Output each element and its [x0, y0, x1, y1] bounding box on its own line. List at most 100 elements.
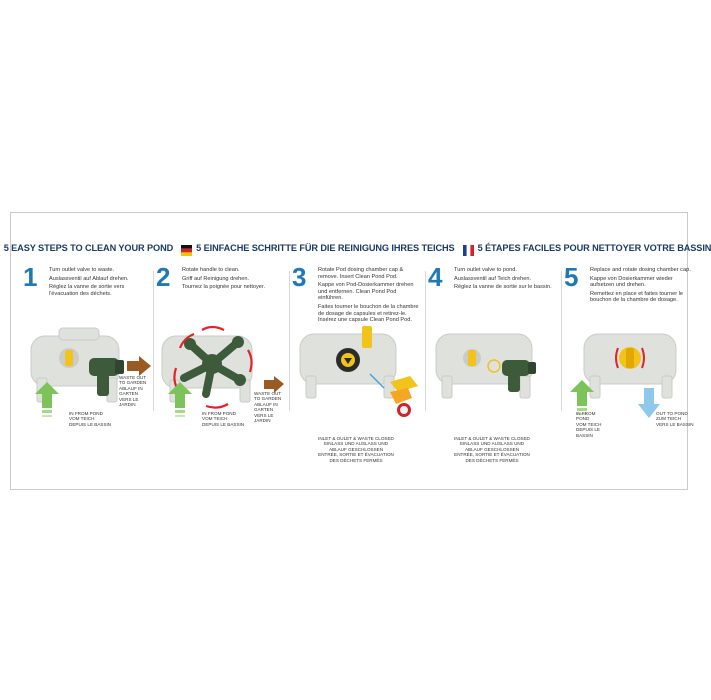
- caption-line: IN FROM POND: [202, 411, 236, 416]
- step-divider: [289, 271, 290, 411]
- instruction-en: Turn outlet valve to waste.: [49, 267, 115, 273]
- caption-line: INLET & OULET & WASTE CLOSED: [454, 436, 530, 441]
- step-1: 1 Turn outlet valve to waste. Auslassven…: [23, 263, 155, 488]
- inlet-arrow-icon: [168, 382, 192, 417]
- caption-line: GARTEN: [254, 407, 274, 413]
- outlet-valve-icon: [89, 358, 124, 396]
- instruction-de: Kappe von Pod-Dosierkammer drehen und en…: [318, 282, 414, 302]
- caption-line: JARDIN: [254, 418, 271, 424]
- header-german: 5 EINFACHE SCHRITTE FÜR DIE REINIGUNG IH…: [196, 243, 455, 253]
- step-divider: [425, 271, 426, 411]
- instruction-fr: Réglez la vanne de sortie vers l'évacuat…: [49, 284, 125, 297]
- france-flag-icon: [462, 243, 474, 256]
- step-4: 4 Turn outlet valve to pond. Auslassvent…: [428, 263, 560, 488]
- caption-line: TO GARDEN: [254, 396, 282, 402]
- caption-line: ENTRÉE, SORTIE ET ÉVACUATION: [454, 452, 530, 458]
- instruction-en: Turn outlet valve to pond.: [454, 267, 517, 273]
- caption-line: DEPUIS LE BASSIN: [69, 421, 112, 427]
- step-instructions: Rotate Pod dosing chamber cap & remove. …: [318, 267, 420, 326]
- instruction-panel: 5 EASY STEPS TO CLEAN YOUR POND 5 EINFAC…: [0, 212, 711, 490]
- instruction-en: Replace and rotate dosing chamber cap.: [590, 267, 691, 273]
- caption-line: ABLAUF IN: [254, 401, 278, 407]
- inlet-arrow-icon: [570, 380, 594, 415]
- caption-line: VERS LE BASSIN: [656, 421, 694, 427]
- pod-icon: [468, 350, 476, 366]
- step-number: 1: [23, 262, 38, 292]
- caption-line: DEPUIS LE: [576, 427, 600, 433]
- caption-line: ABLAUF GESCHLOSSEN: [464, 446, 520, 452]
- caption-line: VOM TEICH: [69, 416, 95, 422]
- filter-illustration: [161, 325, 284, 417]
- step-number: 5: [564, 262, 579, 292]
- caption-line: GARTEN: [119, 391, 139, 397]
- instruction-de: Auslassventil auf Teich drehen.: [454, 275, 532, 282]
- caption-line: POND: [576, 416, 590, 422]
- pointer-line: [369, 373, 385, 389]
- step-2: 2 Rotate handle to clean. Griff auf Rein…: [156, 263, 288, 488]
- header-english: 5 EASY STEPS TO CLEAN YOUR POND: [3, 243, 174, 253]
- instruction-fr: Tournez la poignée pour nettoyer.: [182, 284, 266, 291]
- step-divider: [561, 271, 562, 411]
- caption-line: VERS LE: [119, 396, 139, 402]
- step-5: 5 Replace and rotate dosing chamber cap.…: [564, 263, 696, 488]
- rotate-arrows-icon: [615, 347, 645, 369]
- caption-line: IN FROM: [576, 411, 596, 416]
- step-number: 2: [156, 262, 171, 292]
- step-3: 3 Rotate Pod dosing chamber cap & remove…: [292, 263, 424, 488]
- step-instructions: Rotate handle to clean. Griff auf Reinig…: [182, 267, 284, 293]
- waste-arrow-icon: [127, 356, 151, 376]
- pod-icon: [65, 350, 73, 366]
- in-from-pond-caption: IN FROM POND VOM TEICH DEPUIS LE BASSIN: [576, 411, 601, 438]
- instruction-fr: Remettez en place et faites tourner le b…: [590, 290, 683, 304]
- filter-illustration: [570, 333, 677, 418]
- instruction-fr: Réglez la vanne de sortie sur le bassin.: [454, 284, 552, 291]
- instruction-de: Kappe von Dosierkammer wieder aufsetzen …: [590, 275, 673, 289]
- instruction-de: Auslassventil auf Ablauf drehen.: [49, 275, 129, 282]
- instruction-en: Rotate Pod dosing chamber cap & remove. …: [318, 267, 404, 280]
- caption-line: IN FROM POND: [69, 411, 103, 416]
- caption-line: ABLAUF GESCHLOSSEN: [328, 446, 384, 452]
- instruction-de: Griff auf Reinigung drehen.: [182, 275, 250, 282]
- step-instructions: Turn outlet valve to waste. Auslassventi…: [49, 267, 151, 299]
- caption-line: DES DÉCHETS FERMÉS: [329, 457, 383, 463]
- outlet-arrow-icon: [638, 388, 660, 418]
- all-closed-caption: INLET & OULET & WASTE CLOSED EINLASS UND…: [292, 436, 420, 463]
- inlet-arrow-icon: [35, 382, 59, 417]
- caption-line: BASSIN: [576, 432, 593, 438]
- caption-line: OUT TO POND: [656, 411, 688, 416]
- caption-line: DEPUIS LE BASSIN: [202, 421, 245, 427]
- step-divider: [153, 271, 154, 411]
- caption-line: VERS LE: [254, 412, 274, 418]
- caption-line: DES DÉCHETS FERMÉS: [465, 457, 519, 463]
- caption-line: INLET & OULET & WASTE CLOSED: [318, 436, 394, 441]
- in-from-pond-caption: IN FROM POND VOM TEICH DEPUIS LE BASSIN: [202, 411, 244, 427]
- caption-line: ZUM TEICH: [656, 416, 681, 422]
- step-instructions: Replace and rotate dosing chamber cap. K…: [590, 267, 692, 306]
- caption-line: WASTE OUT: [119, 375, 147, 380]
- caption-line: JARDIN: [119, 402, 136, 408]
- instruction-en: Rotate handle to clean.: [182, 267, 240, 273]
- waste-arrow-icon: [264, 376, 284, 393]
- step-instructions: Turn outlet valve to pond. Auslassventil…: [454, 267, 556, 293]
- step-number: 3: [292, 262, 307, 292]
- clean-pond-pod-icon: [390, 376, 418, 417]
- panel-header: 5 EASY STEPS TO CLEAN YOUR POND 5 EINFAC…: [0, 239, 711, 257]
- filter-illustration: [30, 327, 151, 417]
- instruction-fr: Faites tourner le bouchon de la chambre …: [318, 303, 419, 324]
- waste-out-caption: WASTE OUT TO GARDEN ABLAUF IN GARTEN VER…: [254, 391, 281, 423]
- waste-out-caption: WASTE OUT TO GARDEN ABLAUF IN GARTEN VER…: [119, 375, 146, 407]
- filter-illustration: [299, 326, 418, 417]
- out-to-pond-caption: OUT TO POND ZUM TEICH VERS LE BASSIN: [656, 411, 694, 427]
- caption-line: ABLAUF IN: [119, 385, 143, 391]
- caption-line: WASTE OUT: [254, 391, 282, 396]
- dosing-chamber-icon: [336, 348, 360, 372]
- caption-line: ENTRÉE, SORTIE ET ÉVACUATION: [318, 452, 394, 458]
- caption-line: EINLASS UND AUSLASS UND: [323, 441, 389, 447]
- caption-line: TO GARDEN: [119, 380, 147, 386]
- filter-illustration: [435, 333, 536, 399]
- step-number: 4: [428, 262, 443, 292]
- lock-ring-icon: [487, 359, 501, 373]
- outlet-valve-icon: [502, 360, 536, 392]
- caption-line: VOM TEICH: [576, 421, 602, 427]
- in-from-pond-caption: IN FROM POND VOM TEICH DEPUIS LE BASSIN: [69, 411, 111, 427]
